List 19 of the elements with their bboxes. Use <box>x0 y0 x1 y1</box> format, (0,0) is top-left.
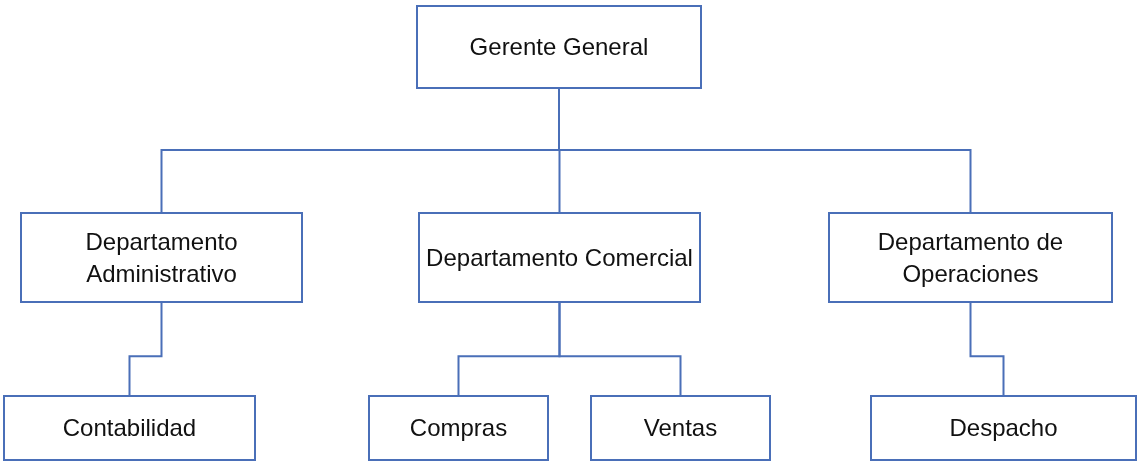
box-label: Departamento Comercial <box>425 242 694 273</box>
org-box <box>828 212 1113 303</box>
box-label: Gerente General <box>468 32 650 63</box>
box-label: Departamento Administrativo <box>84 227 239 289</box>
box-label: Departamento de Operaciones <box>876 227 1065 289</box>
org-box <box>590 395 771 461</box>
connector-line <box>969 302 1005 396</box>
org-box <box>418 212 701 303</box>
connector-line <box>128 302 163 396</box>
org-box <box>368 395 549 461</box>
org-box <box>20 212 303 303</box>
box-label: Compras <box>408 413 509 444</box>
box-label: Despacho <box>948 413 1059 444</box>
connector-line <box>558 302 682 396</box>
org-box <box>416 5 702 89</box>
box-label: Ventas <box>642 413 719 444</box>
org-box <box>3 395 256 461</box>
org-box <box>870 395 1137 461</box>
box-label: Contabilidad <box>61 413 198 444</box>
